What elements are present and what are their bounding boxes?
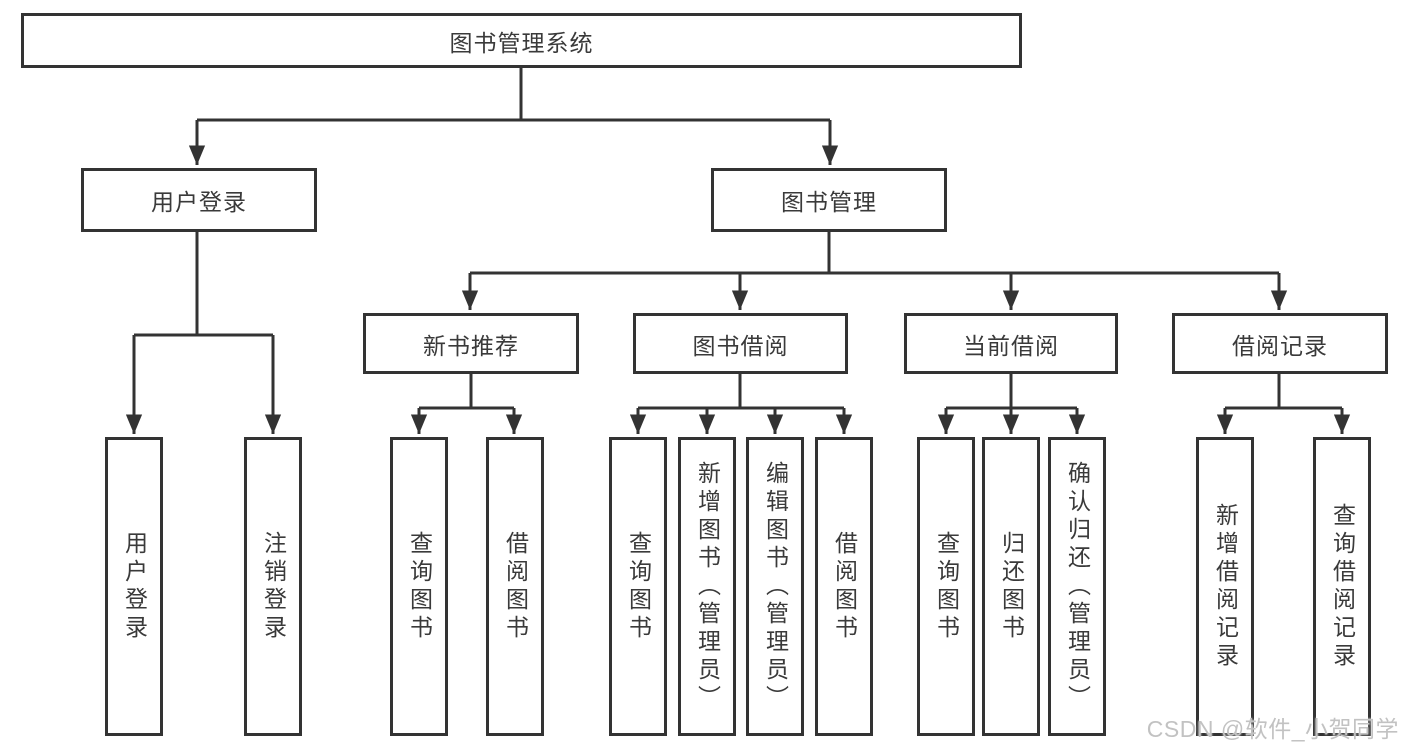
leaf-query-borrow-record: 查询借阅记录 [1313, 437, 1371, 736]
leaf-label: 新增图书（管理员） [694, 460, 721, 713]
node-label: 图书管理 [781, 189, 877, 215]
leaf-label: 查询图书 [625, 530, 652, 643]
leaf-confirm-return-admin: 确认归还（管理员） [1048, 437, 1106, 736]
csdn-watermark: CSDN @软件_小贺同学 [1146, 716, 1399, 742]
leaf-user-login: 用户登录 [105, 437, 163, 736]
leaf-label: 查询图书 [933, 530, 960, 643]
leaf-logout: 注销登录 [244, 437, 302, 736]
leaf-borrow-books-recommend: 借阅图书 [486, 437, 544, 736]
node-book-management: 图书管理 [711, 168, 947, 232]
node-label: 图书借阅 [692, 332, 789, 359]
node-book-borrow: 图书借阅 [633, 313, 848, 374]
leaf-label: 查询图书 [406, 530, 433, 643]
leaf-label: 借阅图书 [831, 530, 858, 643]
node-label: 图书管理系统 [449, 29, 594, 56]
node-current-borrow: 当前借阅 [904, 313, 1118, 374]
node-new-book-recommend: 新书推荐 [363, 313, 579, 374]
leaf-query-books-recommend: 查询图书 [390, 437, 448, 736]
leaf-borrow-books: 借阅图书 [815, 437, 873, 736]
leaf-label: 确认归还（管理员） [1064, 460, 1091, 713]
leaf-label: 归还图书 [998, 530, 1025, 643]
leaf-add-borrow-record: 新增借阅记录 [1196, 437, 1254, 736]
node-label: 用户登录 [151, 189, 247, 215]
node-label: 当前借阅 [963, 332, 1059, 359]
leaf-label: 注销登录 [260, 530, 287, 643]
leaf-query-books-borrow: 查询图书 [609, 437, 667, 736]
node-user-login: 用户登录 [81, 168, 317, 232]
leaf-label: 新增借阅记录 [1212, 502, 1239, 671]
leaf-return-book: 归还图书 [982, 437, 1040, 736]
node-label: 借阅记录 [1232, 332, 1328, 359]
node-label: 新书推荐 [423, 332, 519, 359]
leaf-label: 编辑图书（管理员） [762, 460, 789, 713]
node-borrow-records: 借阅记录 [1172, 313, 1388, 374]
leaf-query-books-current: 查询图书 [917, 437, 975, 736]
node-library-management-system: 图书管理系统 [21, 13, 1022, 68]
leaf-edit-book-admin: 编辑图书（管理员） [746, 437, 804, 736]
leaf-add-book-admin: 新增图书（管理员） [678, 437, 736, 736]
leaf-label: 用户登录 [121, 530, 148, 643]
leaf-label: 借阅图书 [502, 530, 529, 643]
leaf-label: 查询借阅记录 [1329, 502, 1356, 671]
